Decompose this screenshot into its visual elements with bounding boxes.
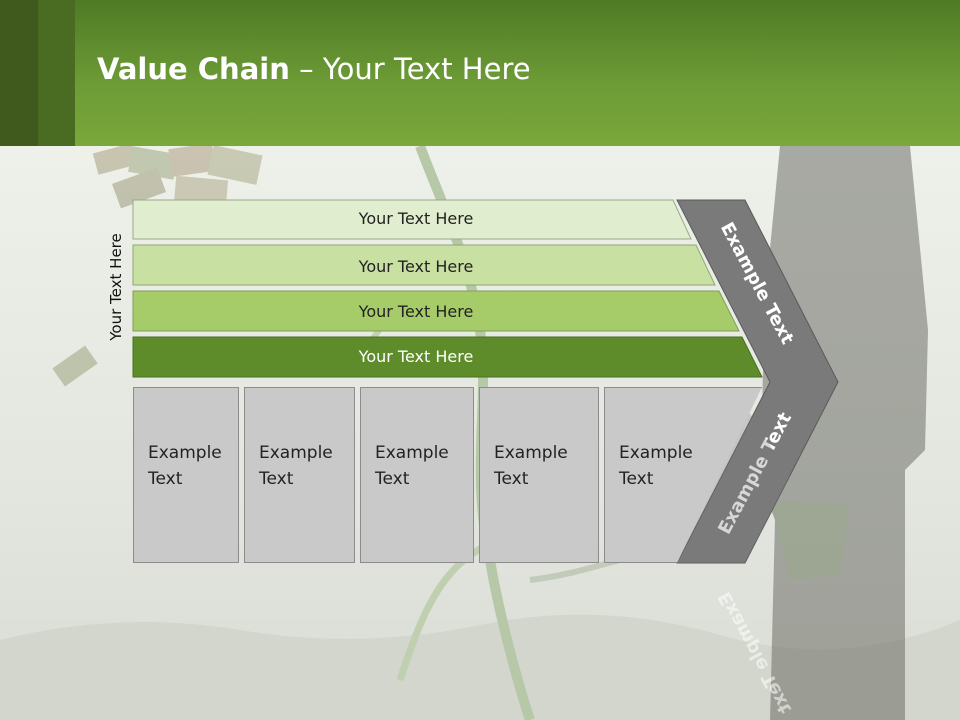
businessman-silhouette [760, 146, 928, 720]
header-stripe [38, 0, 75, 146]
title-rest: – Your Text Here [289, 52, 531, 86]
box-text-line1: Example [148, 443, 222, 463]
box-text-line2: Text [148, 469, 183, 489]
row-label-4: Your Text Here [358, 347, 474, 366]
row-bar-3 [132, 290, 740, 332]
header-stripe [0, 0, 38, 146]
row-bar-1 [132, 199, 692, 240]
row-label-1: Your Text Here [358, 209, 474, 228]
row-label-3: Your Text Here [358, 302, 474, 321]
row-bar-4 [132, 336, 763, 378]
header-bar: Value Chain – Your Text Here [0, 0, 960, 146]
row-label-2: Your Text Here [358, 257, 474, 276]
box-text-line2: Text [619, 469, 654, 489]
chevron-arrow [676, 199, 839, 564]
box-text-line1: Example [375, 443, 449, 463]
chevron-bottom-label-reflection: Example Text [714, 588, 796, 717]
box-text-line1: Example [259, 443, 333, 463]
box-text-line2: Text [259, 469, 294, 489]
box-text-line2: Text [494, 469, 529, 489]
title-bold: Value Chain [97, 52, 290, 86]
row-bar-2 [132, 244, 716, 286]
watering-can [770, 500, 850, 580]
box-text-line1: Example [619, 443, 693, 463]
box-text-line1: Example [494, 443, 568, 463]
page-title: Value Chain – Your Text Here [97, 52, 531, 86]
box-text-line2: Text [375, 469, 410, 489]
